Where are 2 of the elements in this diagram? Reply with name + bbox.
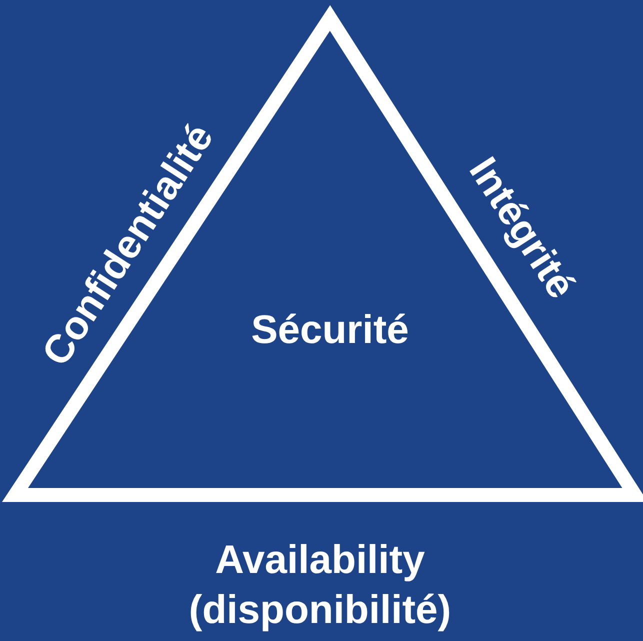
base-label: Availability (disponibilité) xyxy=(188,537,452,634)
center-label: Sécurité xyxy=(250,307,410,354)
